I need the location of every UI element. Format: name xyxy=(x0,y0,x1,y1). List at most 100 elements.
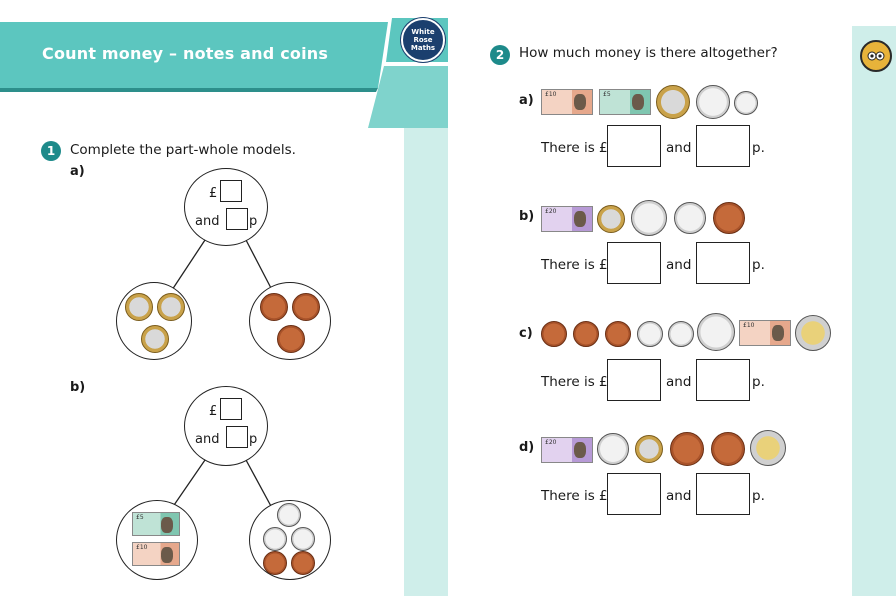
q1a-and-text: and xyxy=(195,214,220,229)
q2a-sentence-start: There is £ xyxy=(541,140,608,156)
coin-2p-icon xyxy=(263,551,287,575)
coin-1-pound-icon xyxy=(635,435,663,463)
question-1-badge: 1 xyxy=(41,141,61,161)
q1-part-b-label: b) xyxy=(70,380,86,395)
left-page-stripe xyxy=(404,128,448,596)
note-10-pound-icon: £10 xyxy=(739,320,791,346)
note-10-pound-icon: £10 xyxy=(132,542,180,566)
q1a-p-suffix: p xyxy=(249,214,258,229)
q2b-sentence-end: p. xyxy=(752,257,765,273)
q1a-pence-input[interactable] xyxy=(226,208,248,230)
coin-5p-icon xyxy=(668,321,694,347)
q1b-pence-input[interactable] xyxy=(226,426,248,448)
note-20-pound-icon: £20 xyxy=(541,437,593,463)
q2d-pounds-input[interactable] xyxy=(607,473,661,515)
coin-2-pound-icon xyxy=(750,430,786,466)
q1a-part-left xyxy=(116,282,192,360)
coin-1-pound-icon xyxy=(125,293,153,321)
coin-1p-icon xyxy=(541,321,567,347)
q1a-pound-sign: £ xyxy=(209,186,218,201)
q2b-pence-input[interactable] xyxy=(696,242,750,284)
q2c-sentence-end: p. xyxy=(752,374,765,390)
q2c-pence-input[interactable] xyxy=(696,359,750,401)
q1b-and-text: and xyxy=(195,432,220,447)
note-value: £5 xyxy=(136,514,144,521)
page-title: Count money – notes and coins xyxy=(42,44,329,63)
q2a-sentence-end: p. xyxy=(752,140,765,156)
coin-1-pound-icon xyxy=(141,325,169,353)
coin-2p-icon xyxy=(291,551,315,575)
q2a-pence-input[interactable] xyxy=(696,125,750,167)
note-value: £20 xyxy=(545,208,557,215)
coin-2p-icon xyxy=(711,432,745,466)
q2d-sentence-start: There is £ xyxy=(541,488,608,504)
logo-line-2: Rose xyxy=(413,36,433,44)
q1b-pound-sign: £ xyxy=(209,404,218,419)
coin-2p-icon xyxy=(292,293,320,321)
q2-part-d-label: d) xyxy=(519,440,535,455)
logo-line-3: Maths xyxy=(410,44,436,52)
coin-10p-icon xyxy=(291,527,315,551)
coin-50p-icon xyxy=(696,85,730,119)
coin-20p-icon xyxy=(697,313,735,351)
note-10-pound-icon: £10 xyxy=(541,89,593,115)
q1a-whole-circle: £ and p xyxy=(184,168,268,246)
question-1-text: Complete the part-whole models. xyxy=(70,142,296,158)
header-banner xyxy=(0,18,448,128)
coin-2p-icon xyxy=(260,293,288,321)
q2c-sentence-start: There is £ xyxy=(541,374,608,390)
q2d-pence-input[interactable] xyxy=(696,473,750,515)
coin-1-pound-icon xyxy=(157,293,185,321)
note-value: £10 xyxy=(545,91,557,98)
note-5-pound-icon: £5 xyxy=(132,512,180,536)
coin-1-pound-icon xyxy=(656,85,690,119)
coin-10p-icon xyxy=(277,503,301,527)
q2c-pounds-input[interactable] xyxy=(607,359,661,401)
note-value: £10 xyxy=(136,544,148,551)
coin-1p-icon xyxy=(605,321,631,347)
note-20-pound-icon: £20 xyxy=(541,206,593,232)
q2-part-c-label: c) xyxy=(519,326,533,341)
question-2-badge: 2 xyxy=(490,45,510,65)
right-page-stripe xyxy=(852,26,896,596)
coin-10p-icon xyxy=(597,433,629,465)
q2d-and-text: and xyxy=(666,488,692,504)
q1a-part-right xyxy=(249,282,331,360)
mascot-icon xyxy=(860,40,892,72)
note-5-pound-icon: £5 xyxy=(599,89,651,115)
q1b-part-right xyxy=(249,500,331,580)
coin-2p-icon xyxy=(277,325,305,353)
coin-5p-icon xyxy=(637,321,663,347)
note-value: £10 xyxy=(743,322,755,329)
coin-1p-icon xyxy=(573,321,599,347)
q2b-sentence-start: There is £ xyxy=(541,257,608,273)
q1b-part-left: £5 £10 xyxy=(116,500,198,580)
q2a-pounds-input[interactable] xyxy=(607,125,661,167)
coin-1-pound-icon xyxy=(597,205,625,233)
q2d-sentence-end: p. xyxy=(752,488,765,504)
coin-2p-icon xyxy=(670,432,704,466)
question-2-text: How much money is there altogether? xyxy=(519,45,778,61)
q1b-pounds-input[interactable] xyxy=(220,398,242,420)
q1b-p-suffix: p xyxy=(249,432,258,447)
q2b-pounds-input[interactable] xyxy=(607,242,661,284)
q2a-and-text: and xyxy=(666,140,692,156)
q1-part-a-label: a) xyxy=(70,164,85,179)
coin-5p-icon xyxy=(734,91,758,115)
q1a-pounds-input[interactable] xyxy=(220,180,242,202)
note-value: £20 xyxy=(545,439,557,446)
coin-2-pound-icon xyxy=(795,315,831,351)
coin-10p-icon xyxy=(674,202,706,234)
q1b-whole-circle: £ and p xyxy=(184,386,268,466)
coin-10p-icon xyxy=(263,527,287,551)
note-value: £5 xyxy=(603,91,611,98)
white-rose-maths-logo: White Rose Maths xyxy=(401,18,445,62)
coin-2p-icon xyxy=(713,202,745,234)
logo-line-1: White xyxy=(411,28,435,36)
coin-50p-icon xyxy=(631,200,667,236)
q2b-and-text: and xyxy=(666,257,692,273)
q2-part-a-label: a) xyxy=(519,93,534,108)
q2-part-b-label: b) xyxy=(519,209,535,224)
q2c-and-text: and xyxy=(666,374,692,390)
part-whole-connectors xyxy=(171,239,273,509)
